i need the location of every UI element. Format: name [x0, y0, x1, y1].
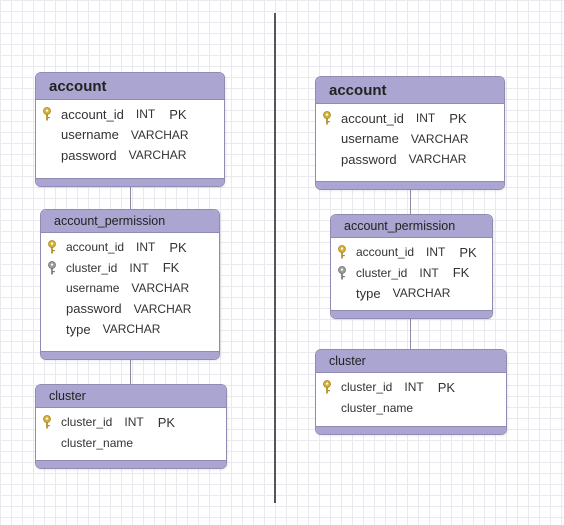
column-name: username — [61, 127, 119, 143]
column-type: INT — [129, 260, 149, 275]
column-name: password — [341, 151, 397, 167]
connector-left-permission-cluster — [130, 358, 131, 385]
left-account-table[interactable]: account account_id INT PK username VARCH… — [35, 72, 225, 187]
column-name: password — [66, 301, 122, 317]
column-key: FK — [452, 265, 470, 281]
right-cluster-table[interactable]: cluster cluster_id INT PK cluster_name — [315, 349, 507, 435]
column-type: INT — [419, 265, 439, 280]
column-type: INT — [124, 415, 144, 430]
table-row: cluster_id INT FK — [41, 258, 219, 279]
column-name: username — [66, 281, 120, 296]
column-type: VARCHAR — [102, 322, 161, 337]
column-name: account_id — [66, 240, 125, 255]
column-name: account_id — [61, 106, 124, 122]
table-row: password VARCHAR — [36, 145, 224, 166]
column-name: username — [341, 131, 399, 147]
table-title: account_permission — [331, 215, 492, 238]
table-rows: cluster_id INT PK cluster_name — [36, 408, 226, 453]
table-row: cluster_id INT FK — [331, 263, 492, 284]
column-type: VARCHAR — [408, 152, 467, 167]
column-type: VARCHAR — [131, 281, 190, 296]
table-row: cluster_name — [316, 398, 506, 419]
column-key: PK — [169, 106, 187, 122]
primary-key-icon — [43, 415, 51, 429]
table-rows: cluster_id INT PK cluster_name — [316, 373, 506, 418]
table-footer — [316, 426, 506, 434]
column-type: INT — [415, 111, 436, 126]
column-key: FK — [162, 260, 180, 276]
table-row: cluster_name — [36, 433, 226, 454]
primary-key-icon — [43, 107, 51, 121]
column-name: cluster_name — [61, 435, 134, 450]
connector-right-account-permission — [410, 189, 411, 215]
column-type: VARCHAR — [410, 131, 469, 146]
table-footer — [36, 178, 224, 186]
column-key: PK — [157, 414, 176, 430]
table-row: account_id INT PK — [41, 237, 219, 258]
column-key: PK — [459, 244, 477, 260]
column-name: password — [61, 147, 117, 163]
column-name: account_id — [341, 110, 404, 126]
table-rows: account_id INT PK cluster_id INT FK user… — [41, 233, 219, 340]
column-type: VARCHAR — [133, 301, 192, 316]
primary-key-icon — [338, 245, 346, 259]
connector-left-account-permission — [130, 186, 131, 210]
left-cluster-table[interactable]: cluster cluster_id INT PK cluster_name — [35, 384, 227, 469]
table-footer — [36, 460, 226, 468]
column-type: VARCHAR — [392, 286, 451, 301]
table-title: cluster — [36, 385, 226, 408]
table-row: account_id INT PK — [316, 108, 504, 129]
table-footer — [331, 310, 492, 318]
table-row: account_id INT PK — [331, 242, 492, 263]
vertical-divider — [274, 13, 276, 503]
column-key: PK — [169, 239, 187, 255]
primary-key-icon — [323, 111, 331, 125]
connector-right-permission-cluster — [410, 318, 411, 350]
column-key: PK — [437, 379, 456, 395]
table-row: cluster_id INT PK — [316, 377, 506, 398]
table-rows: account_id INT PK cluster_id INT FK type… — [331, 238, 492, 304]
column-name: account_id — [356, 245, 415, 260]
table-row: username VARCHAR — [316, 129, 504, 150]
column-type: INT — [426, 245, 446, 260]
table-rows: account_id INT PK username VARCHAR passw… — [316, 104, 504, 170]
right-account-permission-table[interactable]: account_permission account_id INT PK clu… — [330, 214, 493, 319]
table-row: password VARCHAR — [41, 299, 219, 320]
table-row: type VARCHAR — [331, 283, 492, 304]
column-type: VARCHAR — [130, 127, 189, 142]
column-name: cluster_id — [66, 260, 118, 275]
column-key: PK — [449, 110, 467, 126]
table-row: password VARCHAR — [316, 149, 504, 170]
table-footer — [316, 181, 504, 189]
column-name: cluster_id — [356, 265, 408, 280]
column-name: cluster_id — [61, 415, 113, 430]
column-type: INT — [136, 240, 156, 255]
foreign-key-icon — [338, 265, 346, 280]
table-title: account_permission — [41, 210, 219, 233]
table-rows: account_id INT PK username VARCHAR passw… — [36, 100, 224, 166]
table-title: cluster — [316, 350, 506, 373]
table-row: type VARCHAR — [41, 319, 219, 340]
column-name: type — [66, 321, 91, 337]
column-type: INT — [404, 380, 424, 395]
table-title: account — [316, 77, 504, 104]
table-row: username VARCHAR — [36, 125, 224, 146]
column-type: INT — [135, 107, 156, 122]
right-account-table[interactable]: account account_id INT PK username VARCH… — [315, 76, 505, 190]
table-row: account_id INT PK — [36, 104, 224, 125]
table-row: username VARCHAR — [41, 278, 219, 299]
table-title: account — [36, 73, 224, 100]
primary-key-icon — [48, 240, 56, 254]
column-type: VARCHAR — [128, 148, 187, 163]
table-footer — [41, 351, 219, 359]
left-account-permission-table[interactable]: account_permission account_id INT PK clu… — [40, 209, 220, 360]
column-name: cluster_name — [341, 400, 414, 415]
primary-key-icon — [323, 380, 331, 394]
column-name: cluster_id — [341, 380, 393, 395]
foreign-key-icon — [48, 260, 56, 275]
table-row: cluster_id INT PK — [36, 412, 226, 433]
column-name: type — [356, 285, 381, 301]
